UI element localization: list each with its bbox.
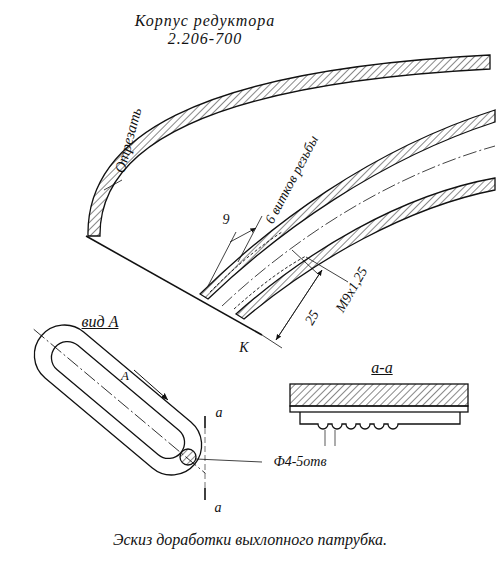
dimension: 25: [302, 308, 322, 328]
view-arrow-label: А: [121, 369, 129, 383]
section-a-a: [290, 384, 468, 446]
point-label: К: [239, 340, 248, 355]
dimension: 9: [223, 212, 230, 227]
part-name: Корпус редуктора 2.206-700: [130, 12, 280, 47]
view-label: вид А: [82, 313, 119, 331]
thread-spec: М9х1,25: [333, 265, 371, 315]
section-mark: а: [215, 500, 222, 515]
view-a: [14, 306, 262, 500]
hole-spec: Ф4-5отв: [271, 454, 328, 469]
housing: [86, 55, 495, 348]
section-label: а-а: [371, 359, 392, 377]
section-mark: а: [216, 405, 223, 420]
caption: Эскиз доработки выхлопного патрубка.: [105, 530, 395, 550]
